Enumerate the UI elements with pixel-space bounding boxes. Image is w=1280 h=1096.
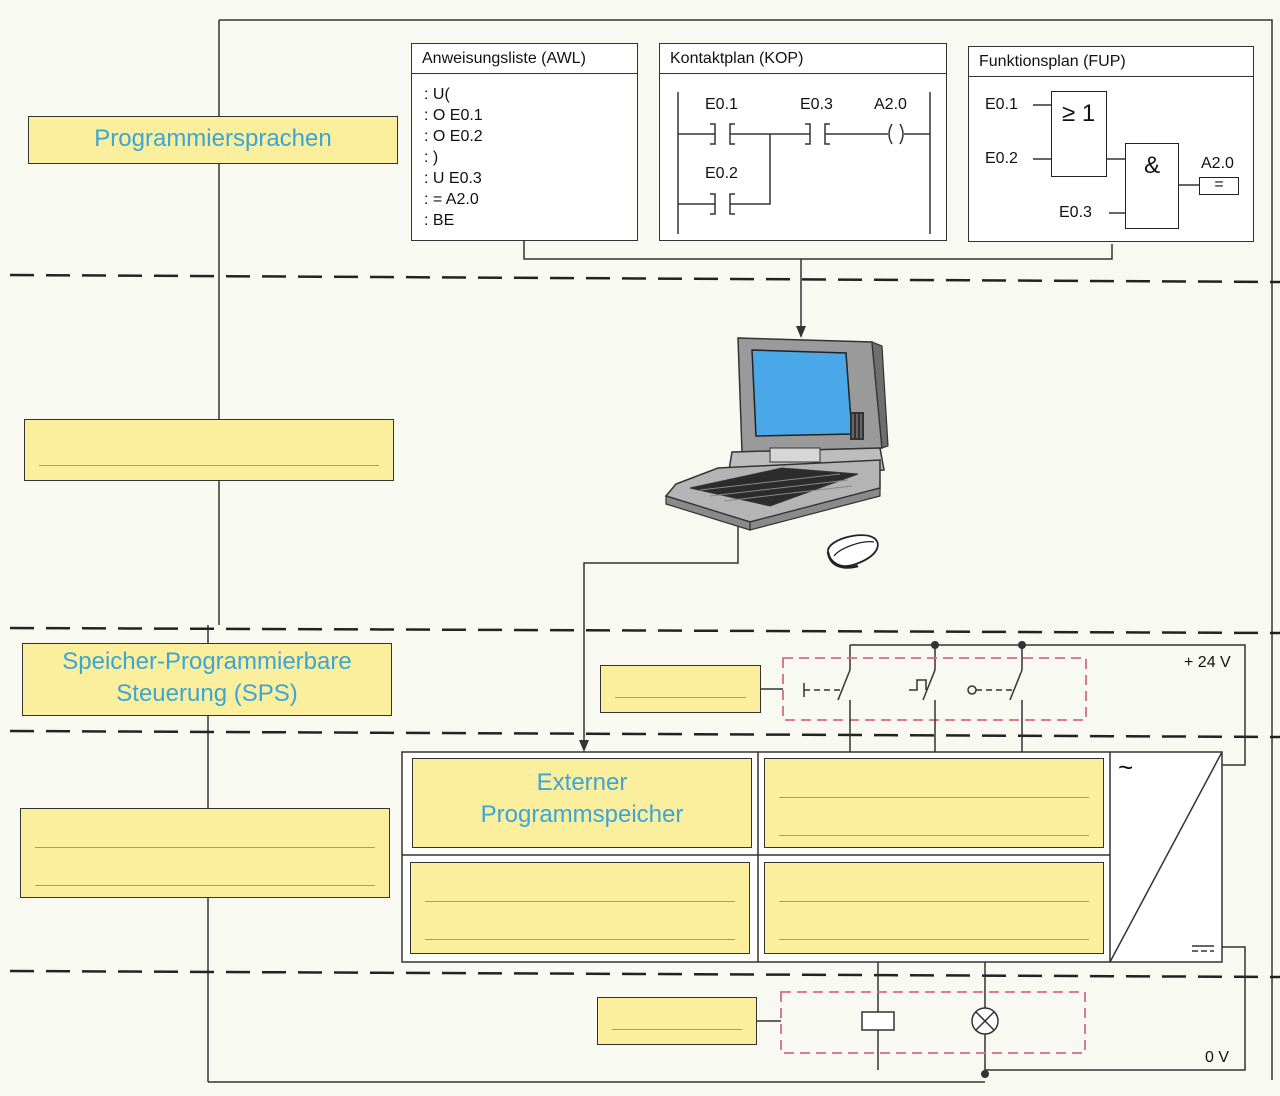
separator-3: [9, 729, 1280, 739]
computer-icon: [664, 337, 889, 531]
label-programmiersprachen: Programmiersprachen: [28, 116, 398, 164]
awl-line: : BE: [424, 212, 455, 229]
kop-panel: Kontaktplan (KOP) E0.1 E0.3 A2.0 E0.2: [659, 43, 947, 241]
answer-box-sps-parts[interactable]: [20, 808, 390, 898]
and-gate: &: [1125, 143, 1179, 229]
kop-ladder: [677, 92, 931, 234]
fup-panel: Funktionsplan (FUP) E0.1 E0.2 E0.3 ≥ 1 &…: [968, 46, 1254, 242]
awl-line: : U(: [424, 86, 450, 103]
awl-panel: Anweisungsliste (AWL) : U( : O E0.1 : O …: [411, 43, 638, 241]
awl-line: : ): [424, 149, 439, 166]
label-sps: Speicher-Programmierbare Steuerung (SPS): [22, 643, 392, 716]
sps-text-line2: Steuerung (SPS): [116, 680, 298, 707]
ext-text-line2: Programmspeicher: [480, 801, 684, 828]
fup-title: Funktionsplan (FUP): [969, 47, 1253, 77]
cell-externer-programmspeicher: Externer Programmspeicher: [412, 758, 752, 848]
kop-title: Kontaktplan (KOP): [660, 44, 946, 74]
relay-coil-symbol: [861, 1011, 895, 1031]
output-devices-box: [780, 991, 1086, 1054]
or-gate: ≥ 1: [1051, 91, 1107, 177]
answer-box-inputs[interactable]: [600, 665, 761, 713]
answer-cell-top-right[interactable]: [764, 758, 1104, 848]
separator-1: [9, 273, 1280, 284]
separator-2: [9, 626, 1280, 635]
kop-e03: E0.3: [800, 96, 833, 113]
kop-e01: E0.1: [705, 96, 738, 113]
awl-line: : O E0.1: [424, 107, 483, 124]
ext-text-line1: Externer: [536, 769, 628, 796]
programmiersprachen-text: Programmiersprachen: [94, 125, 332, 152]
awl-line: : U E0.3: [424, 170, 482, 187]
fup-lines: [1033, 104, 1199, 214]
plus-24v-label: + 24 V: [1184, 654, 1231, 671]
awl-line: : = A2.0: [424, 191, 479, 208]
fup-a20: A2.0: [1201, 155, 1234, 172]
answer-cell-bottom-right[interactable]: [764, 862, 1104, 954]
sps-text-line1: Speicher-Programmierbare: [62, 648, 352, 675]
answer-cell-bottom-left[interactable]: [410, 862, 750, 954]
kop-e02: E0.2: [705, 165, 738, 182]
awl-title: Anweisungsliste (AWL): [412, 44, 637, 74]
answer-box-computer[interactable]: [24, 419, 394, 481]
ac-symbol: ~: [1118, 752, 1134, 782]
fup-e02: E0.2: [985, 150, 1018, 167]
fup-e01: E0.1: [985, 96, 1018, 113]
mouse-icon: [826, 534, 879, 569]
kop-a20: A2.0: [874, 96, 907, 113]
zero-v-label: 0 V: [1205, 1049, 1230, 1066]
awl-line: : O E0.2: [424, 128, 483, 145]
fup-e03: E0.3: [1059, 204, 1092, 221]
assign-box: =: [1199, 177, 1239, 195]
answer-box-outputs[interactable]: [597, 997, 757, 1045]
separator-4: [9, 969, 1280, 979]
